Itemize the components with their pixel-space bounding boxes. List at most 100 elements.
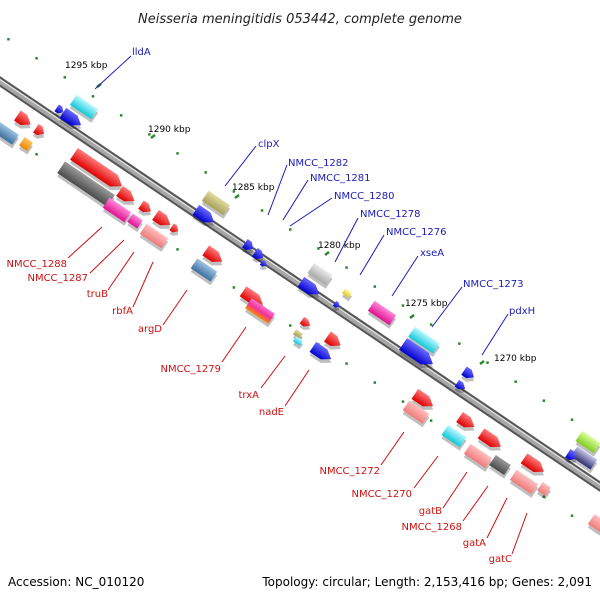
feature-arrow[interactable] [12,110,35,134]
feature-block[interactable] [17,137,34,155]
tick-dot [288,324,292,327]
topology-text: Topology: circular; Length: 2,153,416 bp… [261,575,592,589]
feature-block[interactable] [586,514,600,536]
feature-block[interactable] [101,197,133,226]
kbp-tick-labels: 1295 kbp 1290 kbp 1285 kbp 1280 kbp 1275… [65,61,537,364]
feature-block[interactable] [574,430,600,457]
feature-block[interactable] [488,454,513,479]
feature-block[interactable] [56,161,117,211]
tick-dot [429,419,433,422]
feature-arrow[interactable] [453,379,469,396]
reverse-gene-labels: NMCC_1288 NMCC_1287 truB rbfA argD NMCC_… [6,259,512,565]
accession-text: Accession: NC_010120 [8,575,144,589]
feature-arrow[interactable] [296,276,324,303]
tick-dot [7,38,10,41]
gene-label-NMCC_1288[interactable]: NMCC_1288 [6,259,67,270]
tick-dot [570,418,574,421]
feature-block[interactable] [569,446,599,474]
feature-block[interactable] [189,258,219,286]
tick-dot [148,133,151,136]
feature-block[interactable] [508,469,540,498]
gene-label-pdxH[interactable]: pdxH [509,306,535,317]
gene-label-lldA[interactable]: lldA [132,47,151,58]
feature-arrow[interactable] [563,449,580,466]
feature-block[interactable] [68,94,100,123]
gene-label-NMCC_1278[interactable]: NMCC_1278 [360,209,421,220]
tick-label-1280: 1280 kbp [318,241,361,251]
feature-block[interactable] [440,424,468,451]
feature-arrow[interactable] [455,411,480,436]
gene-label-NMCC_1282[interactable]: NMCC_1282 [288,158,349,169]
feature-arrow[interactable] [58,107,86,134]
feature-arrow[interactable] [115,185,140,210]
feature-arrow[interactable] [168,223,182,238]
gene-label-rbfA[interactable]: rbfA [112,306,133,317]
feature-arrow[interactable] [460,366,479,385]
gene-label-NMCC_1268[interactable]: NMCC_1268 [401,522,462,533]
feature-arrow[interactable] [191,204,219,231]
tick-dot [35,153,38,156]
gene-label-truB[interactable]: truB [87,289,108,300]
feature-arrow[interactable] [201,245,228,270]
feature-arrow[interactable] [250,248,267,265]
gene-label-NMCC_1287[interactable]: NMCC_1287 [27,273,88,284]
forward-leader-lines [94,55,509,356]
feature-block[interactable] [291,336,304,350]
gene-label-clpX[interactable]: clpX [258,139,280,150]
gene-label-argD[interactable]: argD [138,324,162,335]
gene-label-gatB[interactable]: gatB [419,506,442,517]
tick-label-1290: 1290 kbp [148,125,191,135]
feature-block[interactable] [126,213,145,233]
tick-dot [176,248,179,251]
tick-label-1295: 1295 kbp [65,61,108,71]
gene-label-gatC[interactable]: gatC [489,554,512,565]
gene-label-NMCC_1281[interactable]: NMCC_1281 [310,173,371,184]
feature-block[interactable] [0,119,21,149]
gene-label-NMCC_1276[interactable]: NMCC_1276 [386,227,447,238]
feature-block[interactable] [306,262,334,289]
feature-block[interactable] [462,443,494,472]
feature-block[interactable] [366,300,398,329]
feature-arrow[interactable] [68,147,127,196]
feature-block[interactable] [243,298,276,328]
tick-dot [63,76,67,79]
gene-label-nadE[interactable]: nadE [259,407,284,418]
tick-dot [317,247,320,250]
tick-dot [288,228,292,231]
feature-block[interactable] [138,223,170,252]
feature-arrow[interactable] [31,124,48,141]
feature-arrow[interactable] [137,200,156,219]
feature-arrow[interactable] [397,338,438,373]
feature-block[interactable] [535,482,552,500]
tick-dot [486,361,489,364]
feature-block[interactable] [401,400,431,428]
feature-arrow[interactable] [53,104,67,119]
feature-arrow[interactable] [151,209,176,234]
feature-block[interactable] [340,288,353,302]
feature-arrow[interactable] [476,428,506,455]
gene-label-NMCC_1273[interactable]: NMCC_1273 [463,279,524,290]
gene-label-NMCC_1279[interactable]: NMCC_1279 [160,364,221,375]
gene-label-NMCC_1280[interactable]: NMCC_1280 [334,191,395,202]
feature-arrow[interactable] [240,239,257,256]
tick-dot [542,399,546,402]
tick-dot [373,381,377,384]
feature-arrow[interactable] [331,300,343,313]
gene-label-NMCC_1270[interactable]: NMCC_1270 [351,489,412,500]
tick-dot [401,400,405,403]
feature-arrow[interactable] [322,331,345,355]
tick-dot [232,286,236,289]
feature-arrow[interactable] [258,259,270,272]
feature-arrow[interactable] [298,316,314,333]
tick-dot [119,114,123,117]
gene-label-gatA[interactable]: gatA [463,538,486,549]
gene-label-xseA[interactable]: xseA [420,248,444,259]
feature-arrow[interactable] [519,453,549,480]
feature-block[interactable] [200,190,232,219]
gene-label-trxA[interactable]: trxA [238,390,259,401]
feature-block[interactable] [407,326,442,357]
feature-arrow[interactable] [308,341,336,368]
tick-dot [91,95,95,98]
gene-label-NMCC_1272[interactable]: NMCC_1272 [319,466,380,477]
